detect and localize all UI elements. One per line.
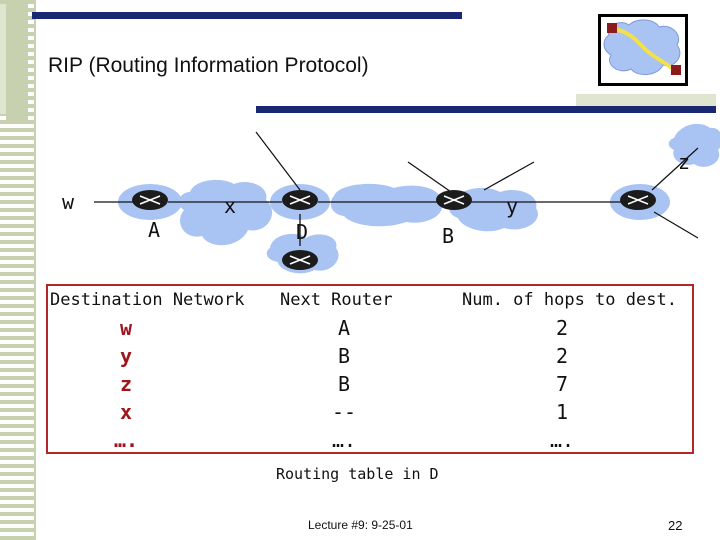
table-cell: 7	[555, 372, 569, 396]
router-label-a: A	[148, 218, 161, 242]
subnet-label-w: w	[62, 190, 75, 214]
table-cell: x	[119, 400, 133, 424]
router-label-b: B	[442, 224, 455, 248]
table-cell: --	[331, 400, 357, 424]
destination-column: w y z x ….	[78, 314, 174, 454]
decorative-strip-cap	[6, 4, 28, 120]
subnet-label-z: z	[678, 150, 691, 174]
page-number: 22	[668, 518, 683, 533]
next-router-column: A B B -- ….	[296, 314, 392, 454]
network-diagram	[94, 123, 720, 274]
table-cell: y	[119, 344, 133, 368]
table-cell: 1	[555, 400, 569, 424]
cloud-logo-icon	[603, 19, 681, 75]
router-icon	[620, 190, 656, 210]
table-cell: A	[337, 316, 351, 340]
slide-footer: Lecture #9: 9-25-01	[308, 518, 413, 532]
slide-title: RIP (Routing Information Protocol)	[48, 54, 369, 77]
table-cell: B	[337, 344, 351, 368]
top-rule-bar	[32, 12, 462, 19]
table-cell: B	[337, 372, 351, 396]
router-label-d: D	[296, 220, 309, 244]
header-destination: Destination Network	[50, 290, 245, 310]
hops-column: 2 2 7 1 ….	[514, 314, 610, 454]
table-caption: Routing table in D	[276, 465, 439, 483]
mid-rule-shade	[576, 94, 716, 106]
mid-rule-bar	[256, 106, 716, 113]
header-hops: Num. of hops to dest.	[462, 290, 677, 310]
table-cell: z	[119, 372, 133, 396]
table-cell: ….	[113, 428, 139, 452]
table-cell: ….	[549, 428, 575, 452]
router-icon	[282, 190, 318, 210]
subnet-label-y: y	[506, 194, 519, 218]
header-next-router: Next Router	[280, 290, 393, 310]
routing-table: Destination Network Next Router Num. of …	[46, 284, 694, 454]
decorative-strip-shade	[0, 4, 6, 114]
subnet-cloud-x	[178, 179, 273, 246]
subnet-label-x: x	[224, 194, 237, 218]
table-cell: 2	[555, 344, 569, 368]
router-icon	[282, 250, 318, 270]
router-icon	[436, 190, 472, 210]
router-icon	[132, 190, 168, 210]
table-cell: 2	[555, 316, 569, 340]
table-cell: ….	[331, 428, 357, 452]
subnet-cloud-z	[668, 123, 720, 167]
subnet-cloud-middle	[330, 183, 442, 227]
table-cell: w	[119, 316, 133, 340]
network-logo	[598, 14, 688, 86]
